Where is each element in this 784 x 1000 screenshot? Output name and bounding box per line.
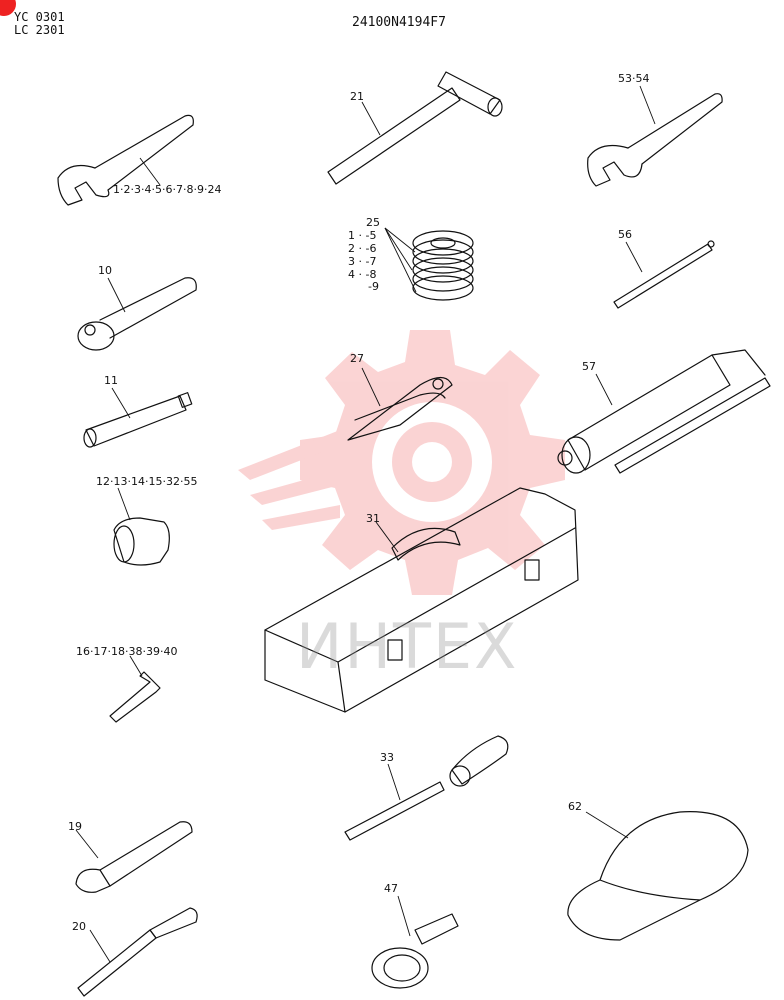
callout-grease-gun: 57: [582, 360, 596, 373]
callout-pliers: 27: [350, 352, 364, 365]
callout-ratchet: 10: [98, 264, 112, 277]
callout-driver: 20: [72, 920, 86, 933]
extension-bar: [83, 387, 193, 448]
nut-driver: [77, 907, 198, 997]
model-code-1: YC 0301: [14, 10, 65, 24]
callout-shims-e: -9: [368, 280, 379, 293]
hammer: [327, 71, 503, 185]
callout-rod: 56: [618, 228, 632, 241]
double-open-wrench: [587, 85, 723, 187]
figure-reference: 24100N4194F7: [352, 15, 446, 30]
callout-extension: 11: [104, 374, 118, 387]
screwdriver: [344, 735, 509, 841]
callout-shims-c: 3 · -7: [348, 255, 377, 268]
rod: [613, 240, 715, 309]
callout-shims-b: 2 · -6: [348, 242, 377, 255]
pliers: [347, 367, 453, 441]
watermark-gear: [238, 330, 565, 595]
hex-key: [109, 655, 161, 723]
callout-shims-main: 25: [366, 216, 380, 229]
callout-toolbox: 31: [366, 512, 380, 525]
adjustable-wrench: [75, 821, 193, 893]
callout-cap: 62: [568, 800, 582, 813]
ratchet-handle: [77, 277, 197, 351]
callout-filter-wrench: 47: [384, 882, 398, 895]
model-code-2: LC 2301: [14, 23, 65, 37]
toolbox: [264, 487, 579, 713]
callout-shims-a: 1 · -5: [348, 229, 377, 242]
watermark-text: ИНТЕХ: [296, 610, 519, 683]
socket: [113, 487, 170, 566]
open-end-wrench: [57, 114, 194, 206]
callout-hammer: 21: [350, 90, 364, 103]
callout-hex-key: 16·17·18·38·39·40: [76, 645, 178, 658]
callout-screwdriver: 33: [380, 751, 394, 764]
shim-stack: [384, 227, 474, 301]
corner-badge: [0, 0, 16, 16]
callout-shims-d: 4 · -8: [348, 268, 377, 281]
callout-socket: 12·13·14·15·32·55: [96, 475, 198, 488]
grease-gun: [557, 349, 771, 474]
callout-wrench-set-label: 1·2·3·4·5·6·7·8·9·24: [113, 183, 222, 196]
filter-wrench: [371, 895, 459, 989]
safety-cap: [567, 811, 749, 941]
callout-adjustable-wrench: 19: [68, 820, 82, 833]
callout-open-wrench: 53·54: [618, 72, 650, 85]
